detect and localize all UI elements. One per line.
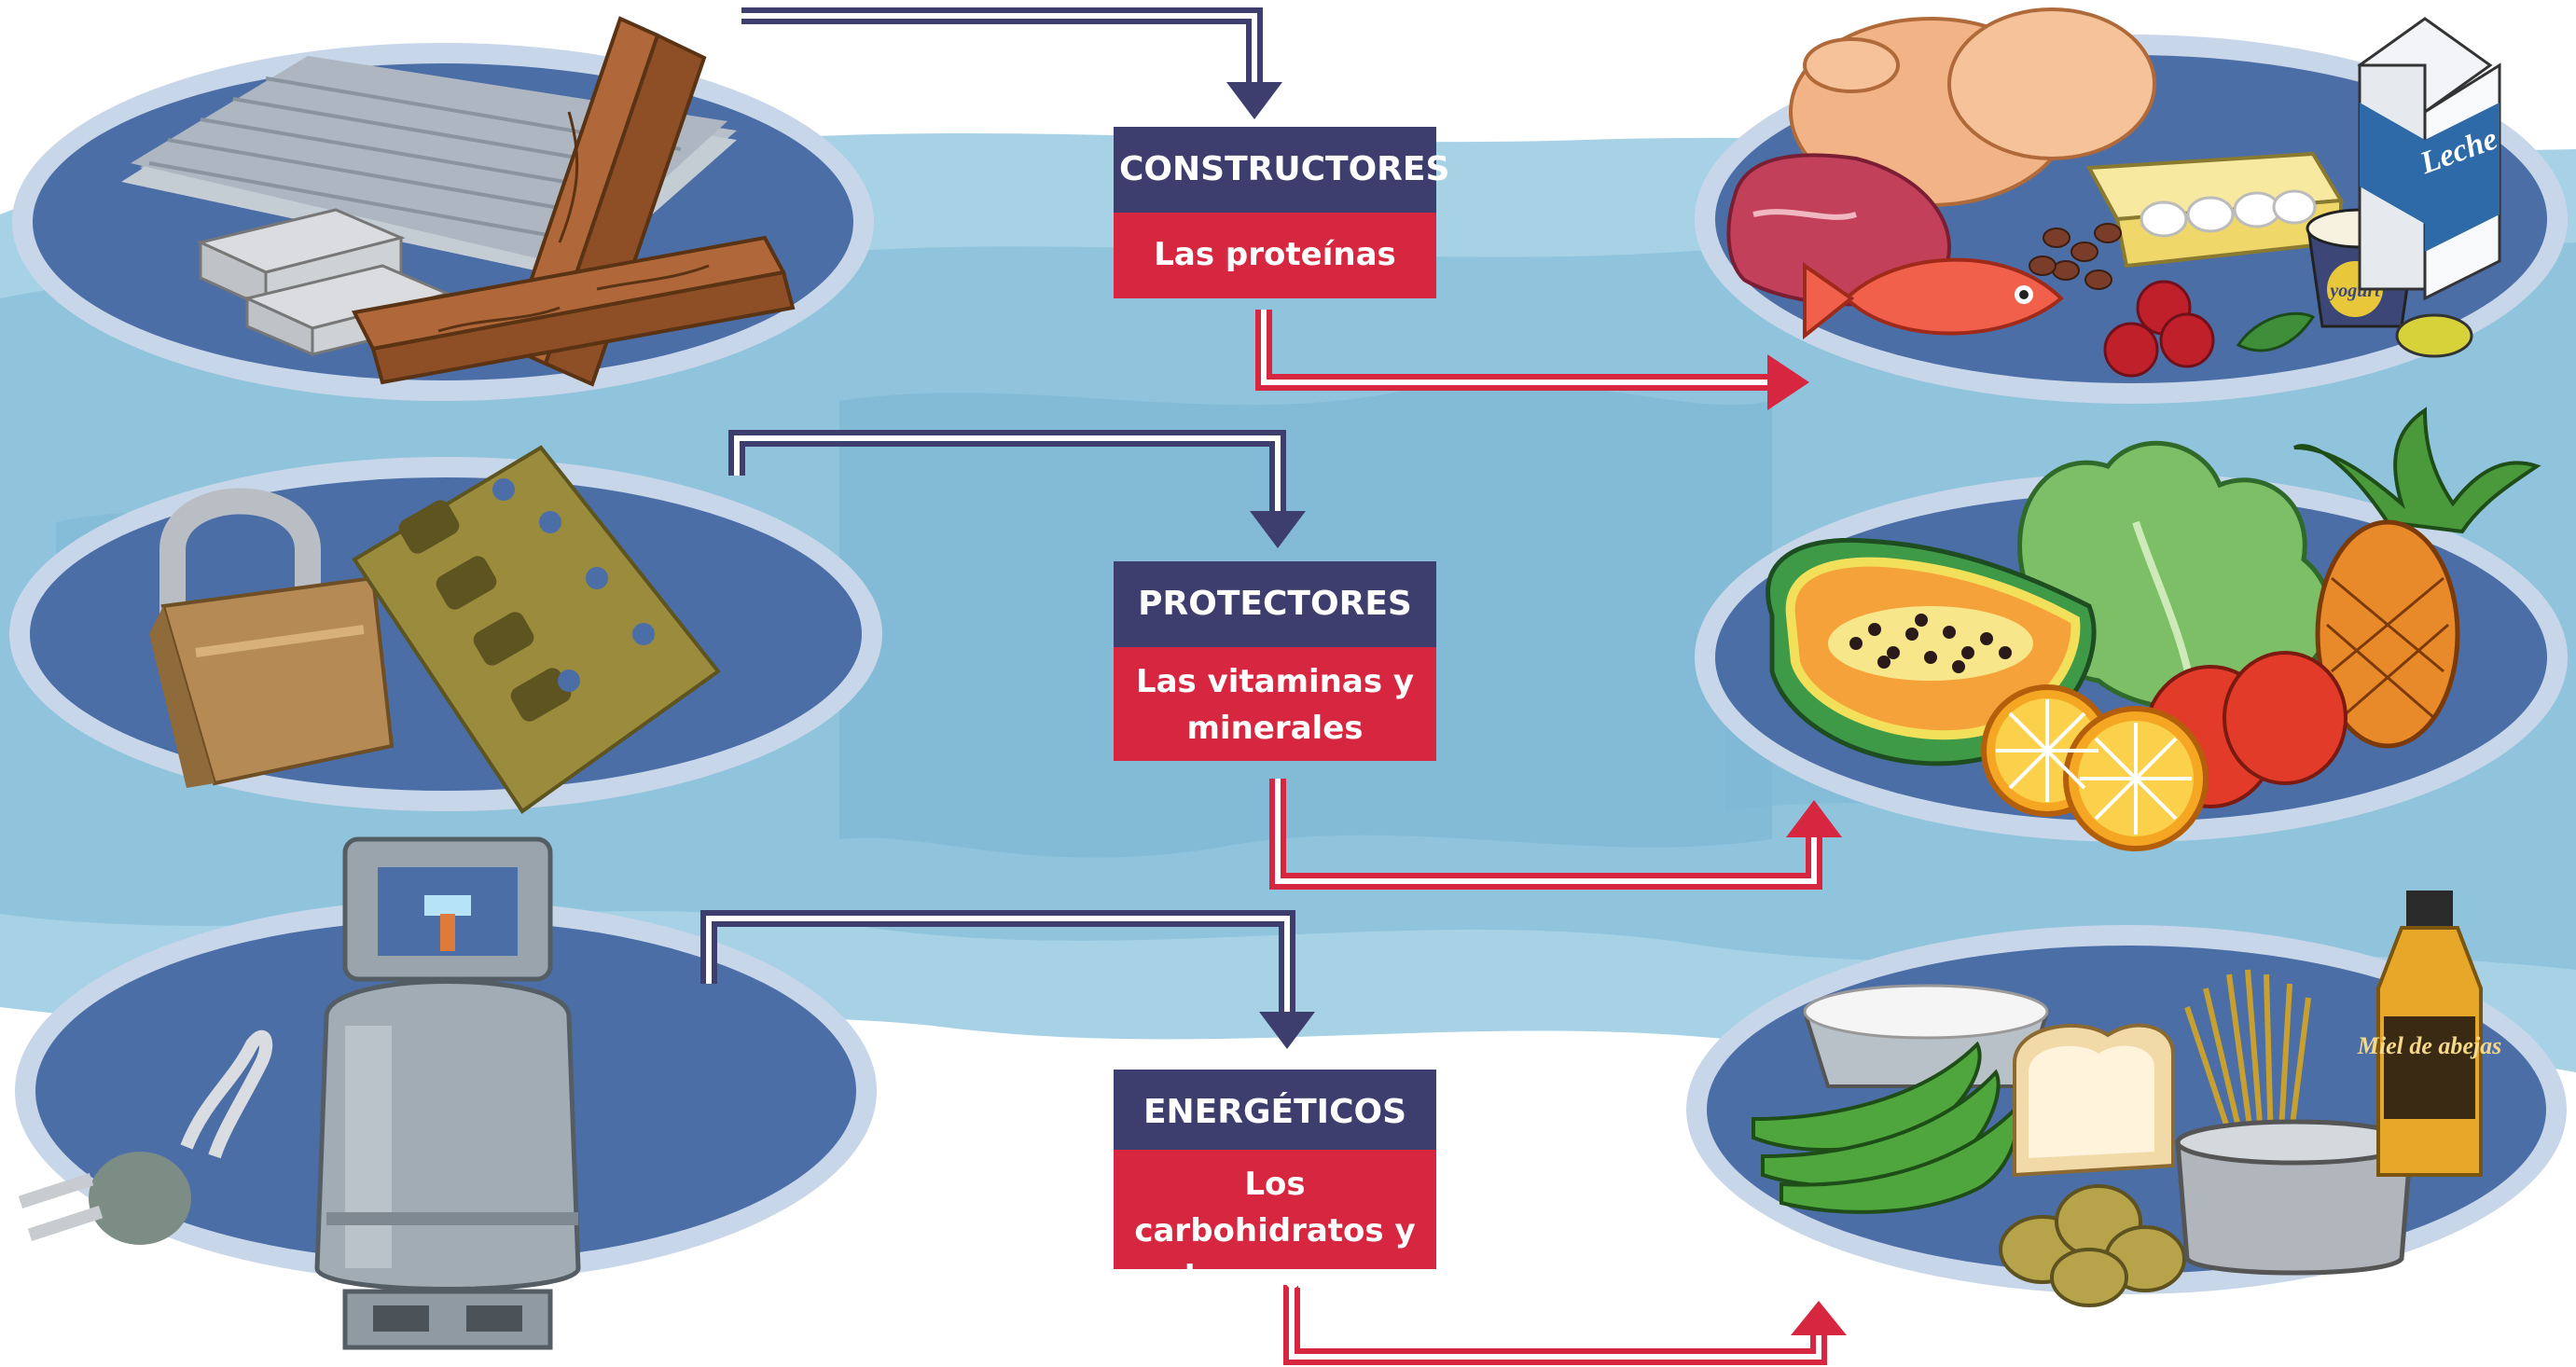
miel-label: Miel de abejas <box>2357 1032 2502 1059</box>
fruits-vegetables-icon <box>1766 407 2541 851</box>
label-box-protectores: PROTECTORES Las vitaminas y minerales <box>1114 561 1436 761</box>
heading-constructores: CONSTRUCTORES <box>1114 127 1449 213</box>
nutrient-carbohidratos: Los carbohidratos y las grasas <box>1114 1150 1436 1296</box>
protein-foods-icon: yogurt Leche <box>1726 7 2502 378</box>
arrow-proteinas-to-food <box>1255 310 1809 410</box>
building-materials-icon <box>121 16 796 387</box>
arrows <box>700 7 1847 1365</box>
heading-energeticos: ENERGÉTICOS <box>1114 1070 1436 1150</box>
arrow-gas-to-energeticos <box>700 910 1315 1049</box>
arrow-carbohidratos-to-food <box>1283 1285 1847 1365</box>
arrow-vitaminas-to-food <box>1269 779 1842 890</box>
arrow-building-to-constructores <box>741 7 1282 119</box>
energy-foods-icon: Miel de abejas <box>1752 891 2502 1307</box>
nutrient-proteinas: Las proteínas <box>1114 213 1436 298</box>
gas-tank-and-plug-icon <box>18 836 581 1350</box>
label-box-energeticos: ENERGÉTICOS Los carbohidratos y las gras… <box>1114 1070 1436 1296</box>
heading-protectores: PROTECTORES <box>1114 561 1436 647</box>
lock-and-hinge-icon <box>149 445 721 814</box>
nutrient-vitaminas: Las vitaminas y minerales <box>1114 647 1436 761</box>
arrow-lock-to-protectores <box>728 430 1306 548</box>
label-box-constructores: CONSTRUCTORES Las proteínas <box>1114 127 1449 298</box>
